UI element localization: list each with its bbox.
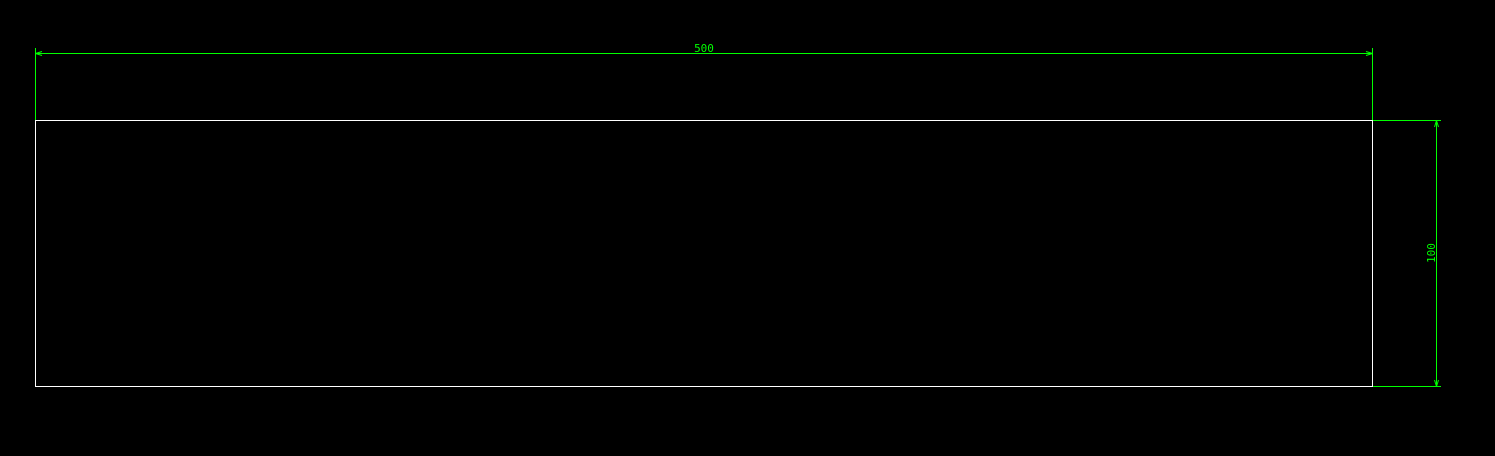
height-arrow-top — [1434, 120, 1439, 128]
width-arrow-right — [1365, 51, 1373, 56]
rectangle-outline — [35, 120, 1373, 387]
width-dimension — [35, 48, 1373, 120]
width-dimension-label: 500 — [694, 42, 714, 55]
width-arrow-left — [35, 51, 43, 56]
height-arrow-bottom — [1434, 379, 1439, 387]
height-dimension-label: 100 — [1425, 243, 1438, 263]
height-dimension — [1373, 120, 1441, 387]
